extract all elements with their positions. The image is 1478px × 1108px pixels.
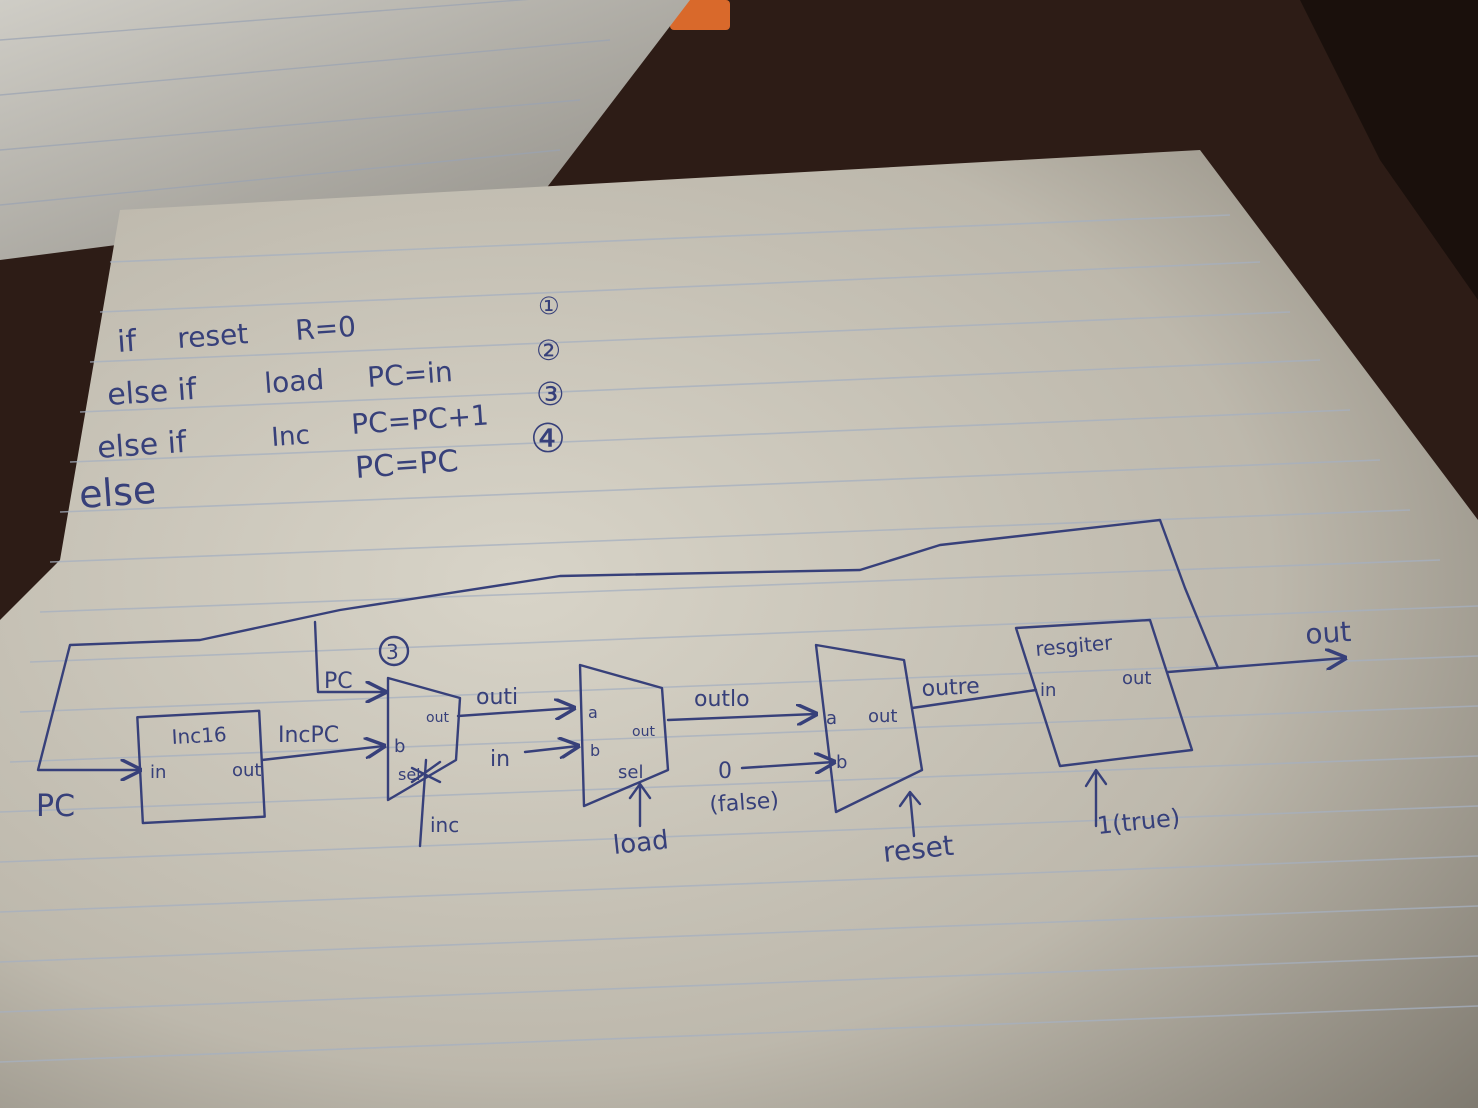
code-line-4-statement: PC=PC xyxy=(354,444,459,486)
incpc-wire xyxy=(260,746,384,762)
inc16-out-port: out xyxy=(232,760,261,781)
code-line-2-keyword: else if xyxy=(106,372,199,413)
pc-input-label: PC xyxy=(36,789,75,824)
mux-inc-port-b: b xyxy=(394,736,405,757)
code-line-1-marker: ① xyxy=(538,292,560,320)
code-line-3-marker: ③ xyxy=(536,375,565,413)
mux-load-sel-arrow xyxy=(628,782,652,828)
outre-wire-label: outre xyxy=(921,674,980,702)
mux-reset-zero-arrow xyxy=(740,762,834,768)
feedback-branch-pc xyxy=(313,620,385,692)
mux-load-port-b: b xyxy=(590,741,600,760)
mux-reset-b-value-note: (false) xyxy=(709,788,780,818)
mux-reset-sel-arrow xyxy=(898,790,922,838)
outi-wire xyxy=(456,708,574,716)
code-line-4-keyword: else xyxy=(78,468,158,517)
mux-inc-sel-cross xyxy=(410,760,442,784)
mux-reset-port-a: a xyxy=(826,708,837,729)
circuit-labels: PC PC Inc16 in out IncPC 3 b out sel inc… xyxy=(36,615,1352,869)
feedback-pc-label: PC xyxy=(324,669,353,694)
code-line-1-condition: reset xyxy=(176,317,249,355)
outlo-wire-label: outlo xyxy=(694,687,750,712)
main-paper-sheet xyxy=(0,150,1478,1108)
mux-inc-sel-signal: inc xyxy=(430,813,459,837)
inc16-name: Inc16 xyxy=(171,722,227,749)
outlo-wire xyxy=(666,714,816,720)
mux-load-port-sel: sel xyxy=(618,762,643,783)
mux-load-port-a: a xyxy=(588,703,598,722)
register-load-arrow xyxy=(1084,768,1108,828)
register-out-port: out xyxy=(1122,668,1151,689)
mux-reset-port-out: out xyxy=(868,706,897,727)
code-line-4-marker: ④ xyxy=(530,416,566,462)
outre-wire xyxy=(910,688,1038,710)
code-line-1-statement: R=0 xyxy=(294,310,357,347)
mux-load-port-out: out xyxy=(632,724,655,740)
code-line-2-marker: ② xyxy=(536,334,561,367)
paper-rule-lines xyxy=(0,214,1478,1063)
mux-inc-shape xyxy=(386,676,462,802)
outi-wire-label: outi xyxy=(476,685,518,710)
mux-inc-port-out: out xyxy=(426,710,449,726)
code-line-1-keyword: if xyxy=(116,324,139,360)
inc16-in-port: in xyxy=(150,762,166,783)
code-line-3-condition: Inc xyxy=(270,420,310,453)
back-paper-sheet xyxy=(0,0,690,260)
feedback-wire xyxy=(36,518,1220,770)
back-paper-rules xyxy=(0,0,611,206)
mux-inc-port-sel: sel xyxy=(398,765,421,784)
mux-load-sel-signal: load xyxy=(612,825,670,861)
mux-reset-b-value: 0 xyxy=(718,759,732,784)
code-line-2-statement: PC=in xyxy=(366,355,454,394)
mux-inc-circle-number: 3 xyxy=(386,640,399,664)
incpc-wire-label: IncPC xyxy=(278,723,339,748)
desk-top-right-dark xyxy=(1300,0,1478,300)
orange-sticky-corner xyxy=(670,0,730,30)
mux-load-b-input: in xyxy=(490,747,510,772)
output-label: out xyxy=(1304,615,1352,651)
code-line-3-keyword: else if xyxy=(96,425,189,466)
mux-reset-port-b: b xyxy=(836,752,847,773)
mux-inc-circle xyxy=(378,635,410,667)
register-in-port: in xyxy=(1040,680,1056,701)
mux-load-in-arrow xyxy=(523,746,578,752)
output-wire xyxy=(1166,658,1345,674)
circuit-diagram xyxy=(36,518,1345,848)
inc16-block xyxy=(136,709,266,825)
mux-reset-sel-signal: reset xyxy=(881,829,955,869)
mux-load-shape xyxy=(578,663,670,808)
code-line-2-condition: load xyxy=(263,363,325,400)
register-block xyxy=(1014,618,1194,768)
